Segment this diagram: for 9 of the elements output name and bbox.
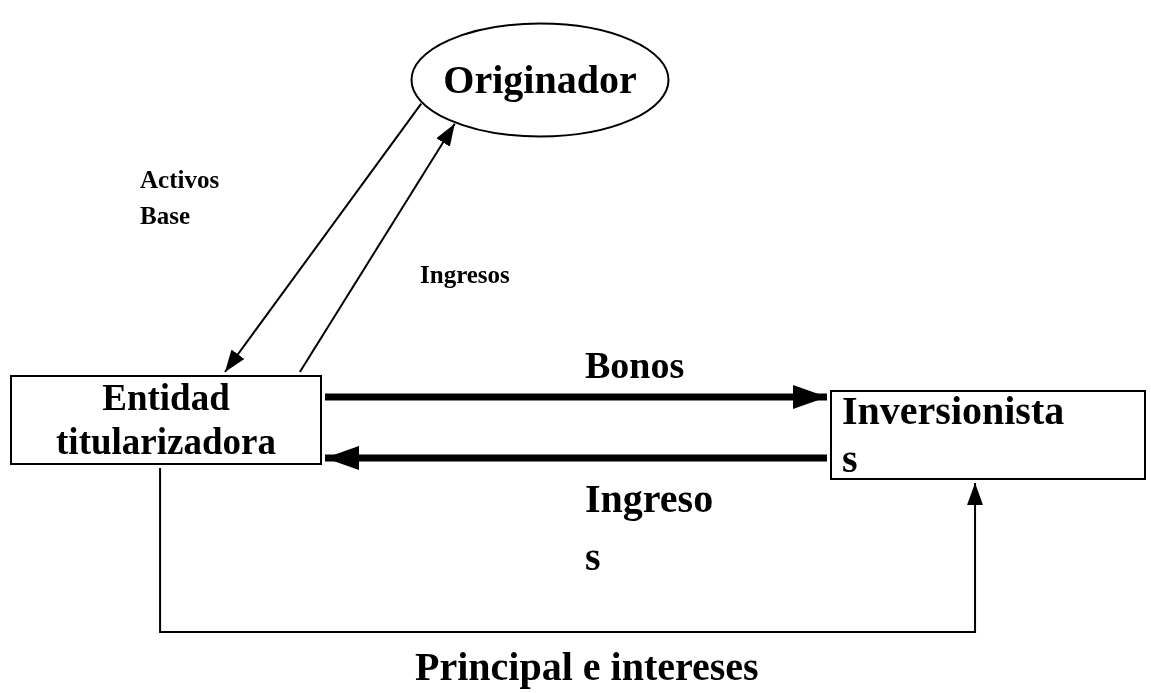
arrow: [223, 102, 423, 373]
process-box: [10, 375, 322, 465]
arrow: [159, 467, 984, 633]
node-label: Entidad titularizadora: [56, 375, 276, 464]
arrow: [298, 122, 456, 373]
node-label: Inversionista s: [842, 387, 1065, 483]
ellipse-node: [410, 22, 670, 138]
process-box: [830, 390, 1146, 480]
node-label: Originador: [443, 56, 637, 104]
